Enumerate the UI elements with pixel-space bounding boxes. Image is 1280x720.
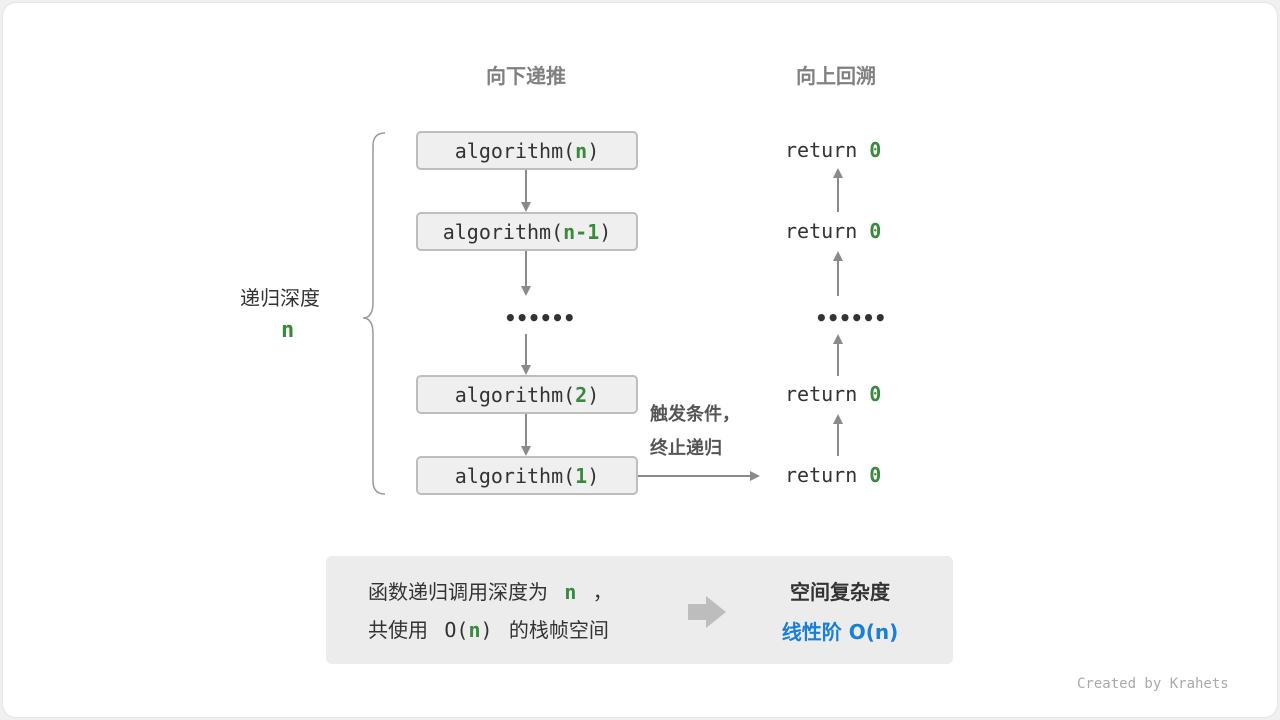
return-row: return 0 xyxy=(785,379,895,409)
return-row: return 0 xyxy=(785,216,895,246)
return-keyword: return xyxy=(785,138,858,162)
return-row: return 0 xyxy=(785,460,895,490)
return-keyword: return xyxy=(785,382,858,406)
result-title: 空间复杂度 xyxy=(790,580,890,604)
call-box-1: algorithm(1) xyxy=(416,456,638,495)
call-suffix: ) xyxy=(587,138,600,163)
summary-text: 函数递归调用深度为 n ， 共使用 O(n) 的栈帧空间 xyxy=(368,573,613,649)
trigger-line-1: 触发条件， xyxy=(650,404,740,425)
return-keyword: return xyxy=(785,219,858,243)
summary-line1-var: n xyxy=(564,580,577,604)
return-value: 0 xyxy=(869,382,882,406)
return-value: 0 xyxy=(869,463,882,487)
summary-line2-var: n xyxy=(468,618,481,642)
backtrack-title: 向上回溯 xyxy=(796,64,876,88)
return-value: 0 xyxy=(869,219,882,243)
call-prefix: algorithm( xyxy=(454,138,576,163)
call-suffix: ) xyxy=(587,382,600,407)
summary-panel xyxy=(326,556,953,664)
call-arg: 2 xyxy=(575,382,588,407)
depth-brace xyxy=(362,132,386,495)
summary-line1-prefix: 函数递归调用深度为 xyxy=(368,580,548,604)
return-keyword: return xyxy=(785,463,858,487)
summary-line-1: 函数递归调用深度为 n ， xyxy=(368,573,613,611)
call-prefix: algorithm( xyxy=(442,219,564,244)
summary-line1-suffix: ， xyxy=(592,580,613,604)
call-prefix: algorithm( xyxy=(454,382,576,407)
call-box-n-minus-1: algorithm(n-1) xyxy=(416,212,638,251)
trigger-line-2: 终止递归 xyxy=(650,438,722,459)
summary-line-2: 共使用 O(n) 的栈帧空间 xyxy=(368,611,613,649)
call-box-2: algorithm(2) xyxy=(416,375,638,414)
summary-line2-prefix: 共使用 xyxy=(368,618,428,642)
depth-label: 递归深度 xyxy=(240,286,320,310)
return-ellipsis: •••••• xyxy=(815,306,887,330)
credit-text: Created by Krahets xyxy=(1077,676,1229,692)
call-arg: n xyxy=(575,138,588,163)
call-arg: n-1 xyxy=(563,219,600,244)
return-row: return 0 xyxy=(785,135,895,165)
call-prefix: algorithm( xyxy=(454,463,576,488)
call-suffix: ) xyxy=(587,463,600,488)
call-ellipsis: •••••• xyxy=(504,306,576,330)
result-value: 线性阶 O(n) xyxy=(781,620,899,644)
summary-line2-close: ) xyxy=(480,618,493,642)
summary-line2-open: O( xyxy=(444,618,469,642)
call-box-n: algorithm(n) xyxy=(416,131,638,170)
return-value: 0 xyxy=(869,138,882,162)
depth-value: n xyxy=(281,318,295,343)
recursion-title: 向下递推 xyxy=(486,64,566,88)
call-suffix: ) xyxy=(599,219,612,244)
summary-line2-suffix: 的栈帧空间 xyxy=(508,618,609,642)
call-arg: 1 xyxy=(575,463,588,488)
trigger-note: 触发条件， 终止递归 xyxy=(650,398,740,466)
